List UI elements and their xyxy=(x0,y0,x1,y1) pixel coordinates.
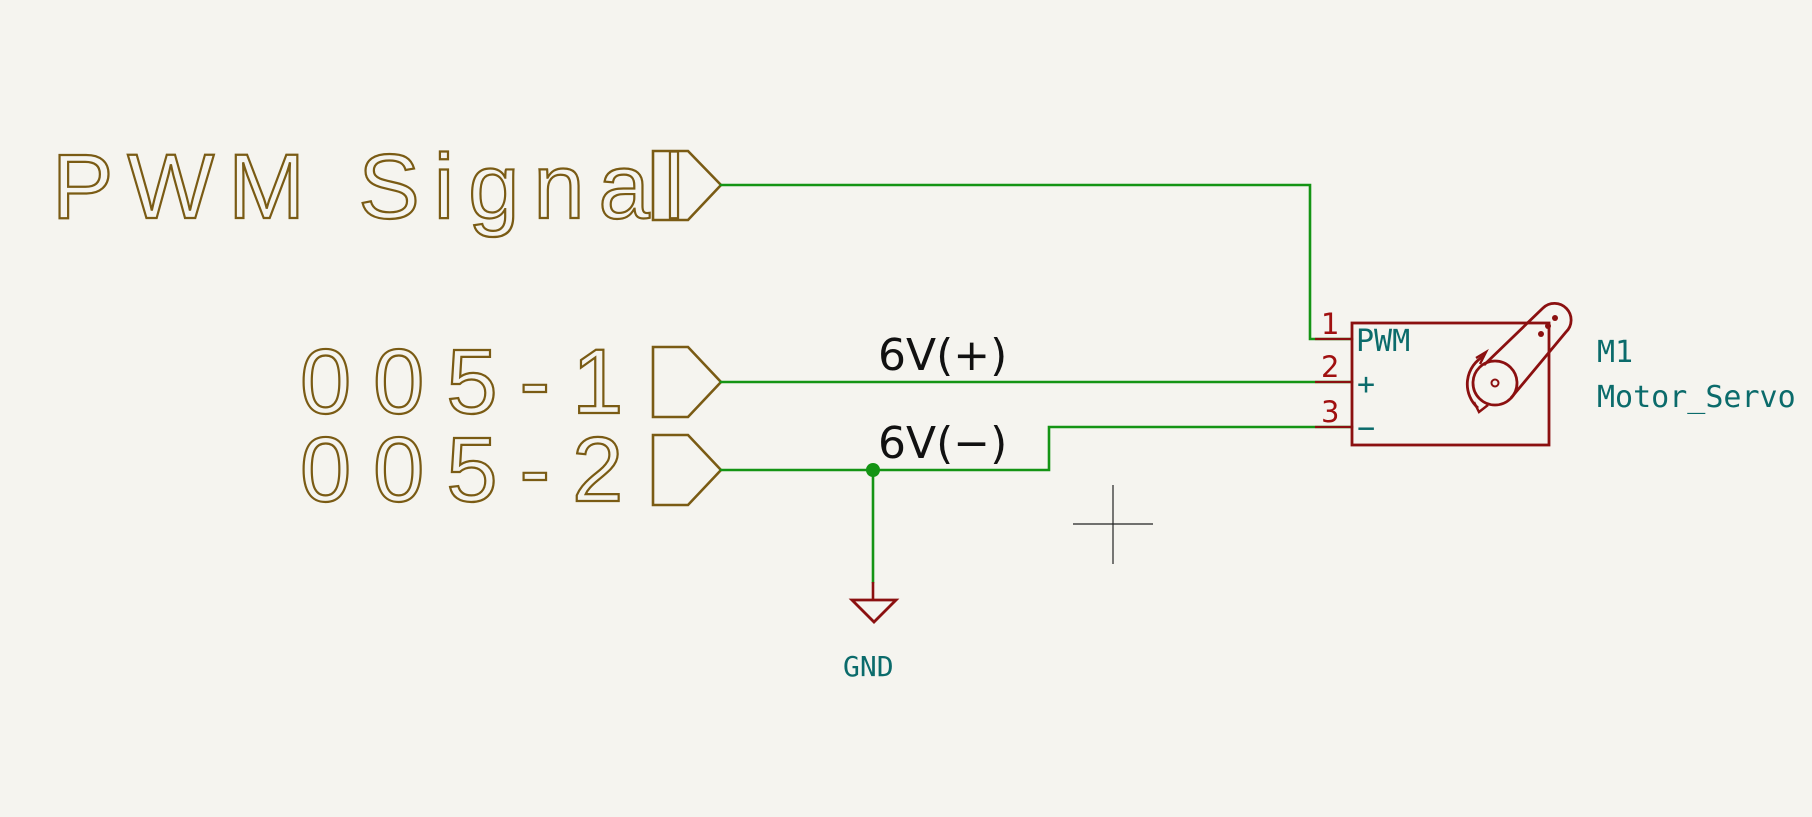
pin-3-number: 3 xyxy=(1321,395,1339,429)
wire-pwm[interactable] xyxy=(719,183,1354,341)
hier-flag-pwm-signal xyxy=(651,149,723,222)
hier-label-005-1[interactable]: 005-1 xyxy=(299,330,645,434)
hier-flag-005-1 xyxy=(651,345,723,419)
pin-3-name: − xyxy=(1357,411,1375,446)
net-label-6v-pos[interactable]: 6V(+) xyxy=(878,330,1007,381)
net-label-6v-neg[interactable]: 6V(−) xyxy=(878,418,1007,469)
gnd-triangle-icon xyxy=(848,598,900,624)
pin-2-name: + xyxy=(1357,367,1375,402)
symbol-body xyxy=(1350,321,1551,447)
symbol-reference[interactable]: M1 xyxy=(1597,335,1633,370)
pin-1-name: PWM xyxy=(1356,324,1410,359)
wire-6v-neg[interactable] xyxy=(719,425,1354,472)
gnd-power-symbol[interactable]: GND xyxy=(843,582,900,683)
hier-label-005-2[interactable]: 005-2 xyxy=(299,418,645,522)
servo-motor-icon xyxy=(1465,301,1573,414)
gnd-label: GND xyxy=(843,650,894,683)
servo-motor-symbol[interactable]: 1 2 3 PWM + − M1 Motor_Servo xyxy=(1315,301,1796,447)
hier-flag-005-2 xyxy=(651,433,723,507)
crosshair-cursor-icon xyxy=(1073,485,1153,564)
pin-2-number: 2 xyxy=(1321,350,1339,384)
hier-label-pwm-signal[interactable]: PWM Signal xyxy=(51,135,698,239)
pin-1-number: 1 xyxy=(1321,307,1339,341)
symbol-value[interactable]: Motor_Servo xyxy=(1597,380,1796,415)
wire-junction xyxy=(866,463,880,477)
